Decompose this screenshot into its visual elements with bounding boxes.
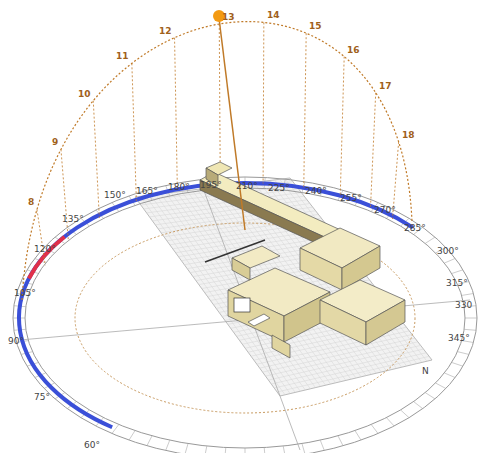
- hour-label: 16: [347, 45, 360, 55]
- tick-mark: [436, 383, 446, 389]
- tick-mark: [245, 448, 246, 453]
- hour-line: [263, 22, 265, 183]
- hour-label: 9: [52, 137, 58, 147]
- sun-path-arc: [22, 22, 412, 300]
- tick-mark: [458, 352, 470, 355]
- azimuth-label: 165°: [136, 186, 158, 196]
- hour-line: [175, 38, 178, 190]
- tick-mark: [462, 294, 474, 296]
- tick-mark: [129, 431, 135, 441]
- azimuth-label: N: [422, 366, 429, 376]
- azimuth-label: 315°: [446, 278, 468, 288]
- azimuth-label: 120°: [34, 244, 56, 254]
- hour-line: [132, 63, 137, 201]
- tick-mark: [338, 436, 343, 446]
- grid-line: [274, 353, 426, 388]
- azimuth-label: 345°: [448, 333, 470, 343]
- hour-label: 15: [309, 21, 322, 31]
- hour-line: [340, 57, 344, 197]
- tick-mark: [320, 440, 324, 450]
- hour-label: 18: [402, 130, 415, 140]
- hour-line: [37, 209, 45, 265]
- tick-mark: [112, 424, 119, 433]
- tick-mark: [264, 448, 265, 453]
- azimuth-label: 180°: [168, 182, 190, 192]
- hour-label: 11: [116, 51, 129, 61]
- tick-mark: [414, 402, 423, 409]
- azimuth-label: 105°: [14, 288, 36, 298]
- tick-mark: [166, 440, 170, 450]
- azimuth-label: 225°: [268, 183, 290, 193]
- hour-label: 10: [78, 89, 91, 99]
- tick-mark: [225, 448, 226, 453]
- azimuth-ring-outer: [13, 177, 477, 453]
- azimuth-label: 300°: [437, 246, 459, 256]
- azimuth-label: 90°: [8, 336, 24, 346]
- tick-mark: [386, 418, 394, 426]
- tick-mark: [302, 444, 305, 453]
- hour-line: [370, 93, 375, 208]
- azimuth-label: 75°: [34, 392, 50, 402]
- tick-mark: [425, 393, 435, 399]
- grid-line: [280, 179, 422, 362]
- azimuth-label: 285°: [404, 223, 426, 233]
- grid-line: [277, 356, 429, 392]
- hour-line: [61, 149, 68, 239]
- hour-label: 12: [159, 26, 172, 36]
- azimuth-label: 255°: [340, 193, 362, 203]
- tick-mark: [444, 258, 455, 263]
- tick-mark: [425, 237, 435, 243]
- tick-mark: [444, 373, 455, 378]
- grid-line: [268, 345, 420, 380]
- building-model: [200, 162, 405, 358]
- tick-mark: [283, 446, 285, 453]
- azimuth-ticks: [13, 177, 477, 453]
- azimuth-label: 60°: [84, 440, 100, 450]
- tick-mark: [465, 318, 477, 319]
- tick-mark: [355, 431, 361, 441]
- tick-mark: [147, 436, 152, 446]
- azimuth-label: 330: [455, 300, 472, 310]
- azimuth-label: 195°: [200, 180, 222, 190]
- hour-label: 8: [28, 197, 34, 207]
- hour-line: [304, 33, 306, 188]
- hour-label: 14: [267, 10, 280, 20]
- hour-line: [219, 24, 220, 184]
- hour-line: [93, 101, 99, 218]
- azimuth-label: 240°: [305, 186, 327, 196]
- current-sun-band: [29, 237, 65, 279]
- sun-path-floor: [75, 223, 415, 413]
- annual-sun-band: [19, 183, 413, 427]
- tick-mark: [464, 329, 476, 331]
- hour-label: 17: [379, 81, 392, 91]
- azimuth-label: 270°: [374, 205, 396, 215]
- azimuth-label: 135°: [62, 214, 84, 224]
- hour-lines: [37, 22, 399, 265]
- tick-mark: [205, 446, 207, 453]
- tick-mark: [452, 362, 463, 366]
- azimuth-label: 150°: [104, 190, 126, 200]
- tick-mark: [452, 270, 463, 274]
- sun-ray: [219, 18, 245, 230]
- grid-line: [271, 349, 423, 384]
- tick-mark: [185, 444, 188, 453]
- azimuth-label: 210°: [236, 181, 258, 191]
- tick-mark: [371, 424, 378, 433]
- hour-label: 13: [222, 12, 235, 22]
- tick-mark: [401, 410, 409, 418]
